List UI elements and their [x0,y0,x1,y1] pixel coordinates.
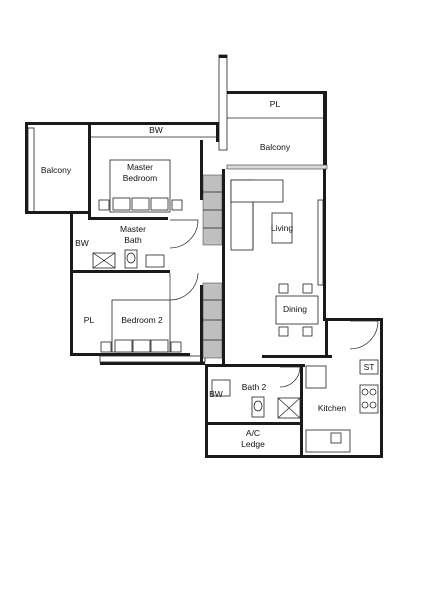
living-furniture [230,179,293,251]
dining-furniture [275,283,319,337]
label-st: ST [364,362,375,372]
label-master-bath-2: Bath [124,235,142,245]
label-ac-ledge-2: Ledge [241,439,265,449]
master-bedroom-furniture [98,159,183,213]
label-kitchen: Kitchen [318,403,347,413]
label-balcony-right: Balcony [260,142,291,152]
doors [169,219,379,388]
wardrobes [202,174,223,359]
label-ac-ledge-1: A/C [246,428,260,438]
label-bath-2: Bath 2 [242,382,267,392]
exterior-walls [25,54,383,458]
label-pl-left: PL [84,315,95,325]
label-balcony-left: Balcony [41,165,72,175]
bedroom-2-furniture [100,299,182,353]
bath-2-fixtures [211,379,301,419]
label-master-bath-1: Master [120,224,146,234]
master-bath-fixtures [92,249,165,269]
room-labels: Balcony BW Master Bedroom Master Bath BW… [41,99,375,449]
label-dining: Dining [283,304,307,314]
label-bw-left: BW [75,238,89,248]
kitchen-fixtures [305,359,379,453]
label-master-bedroom-2: Bedroom [123,173,158,183]
label-bw-bath2: BW [209,389,223,399]
label-master-bedroom-1: Master [127,162,153,172]
label-bw-top: BW [149,125,163,135]
label-bedroom-2: Bedroom 2 [121,315,163,325]
label-living: Living [271,223,293,233]
label-pl-top: PL [270,99,281,109]
